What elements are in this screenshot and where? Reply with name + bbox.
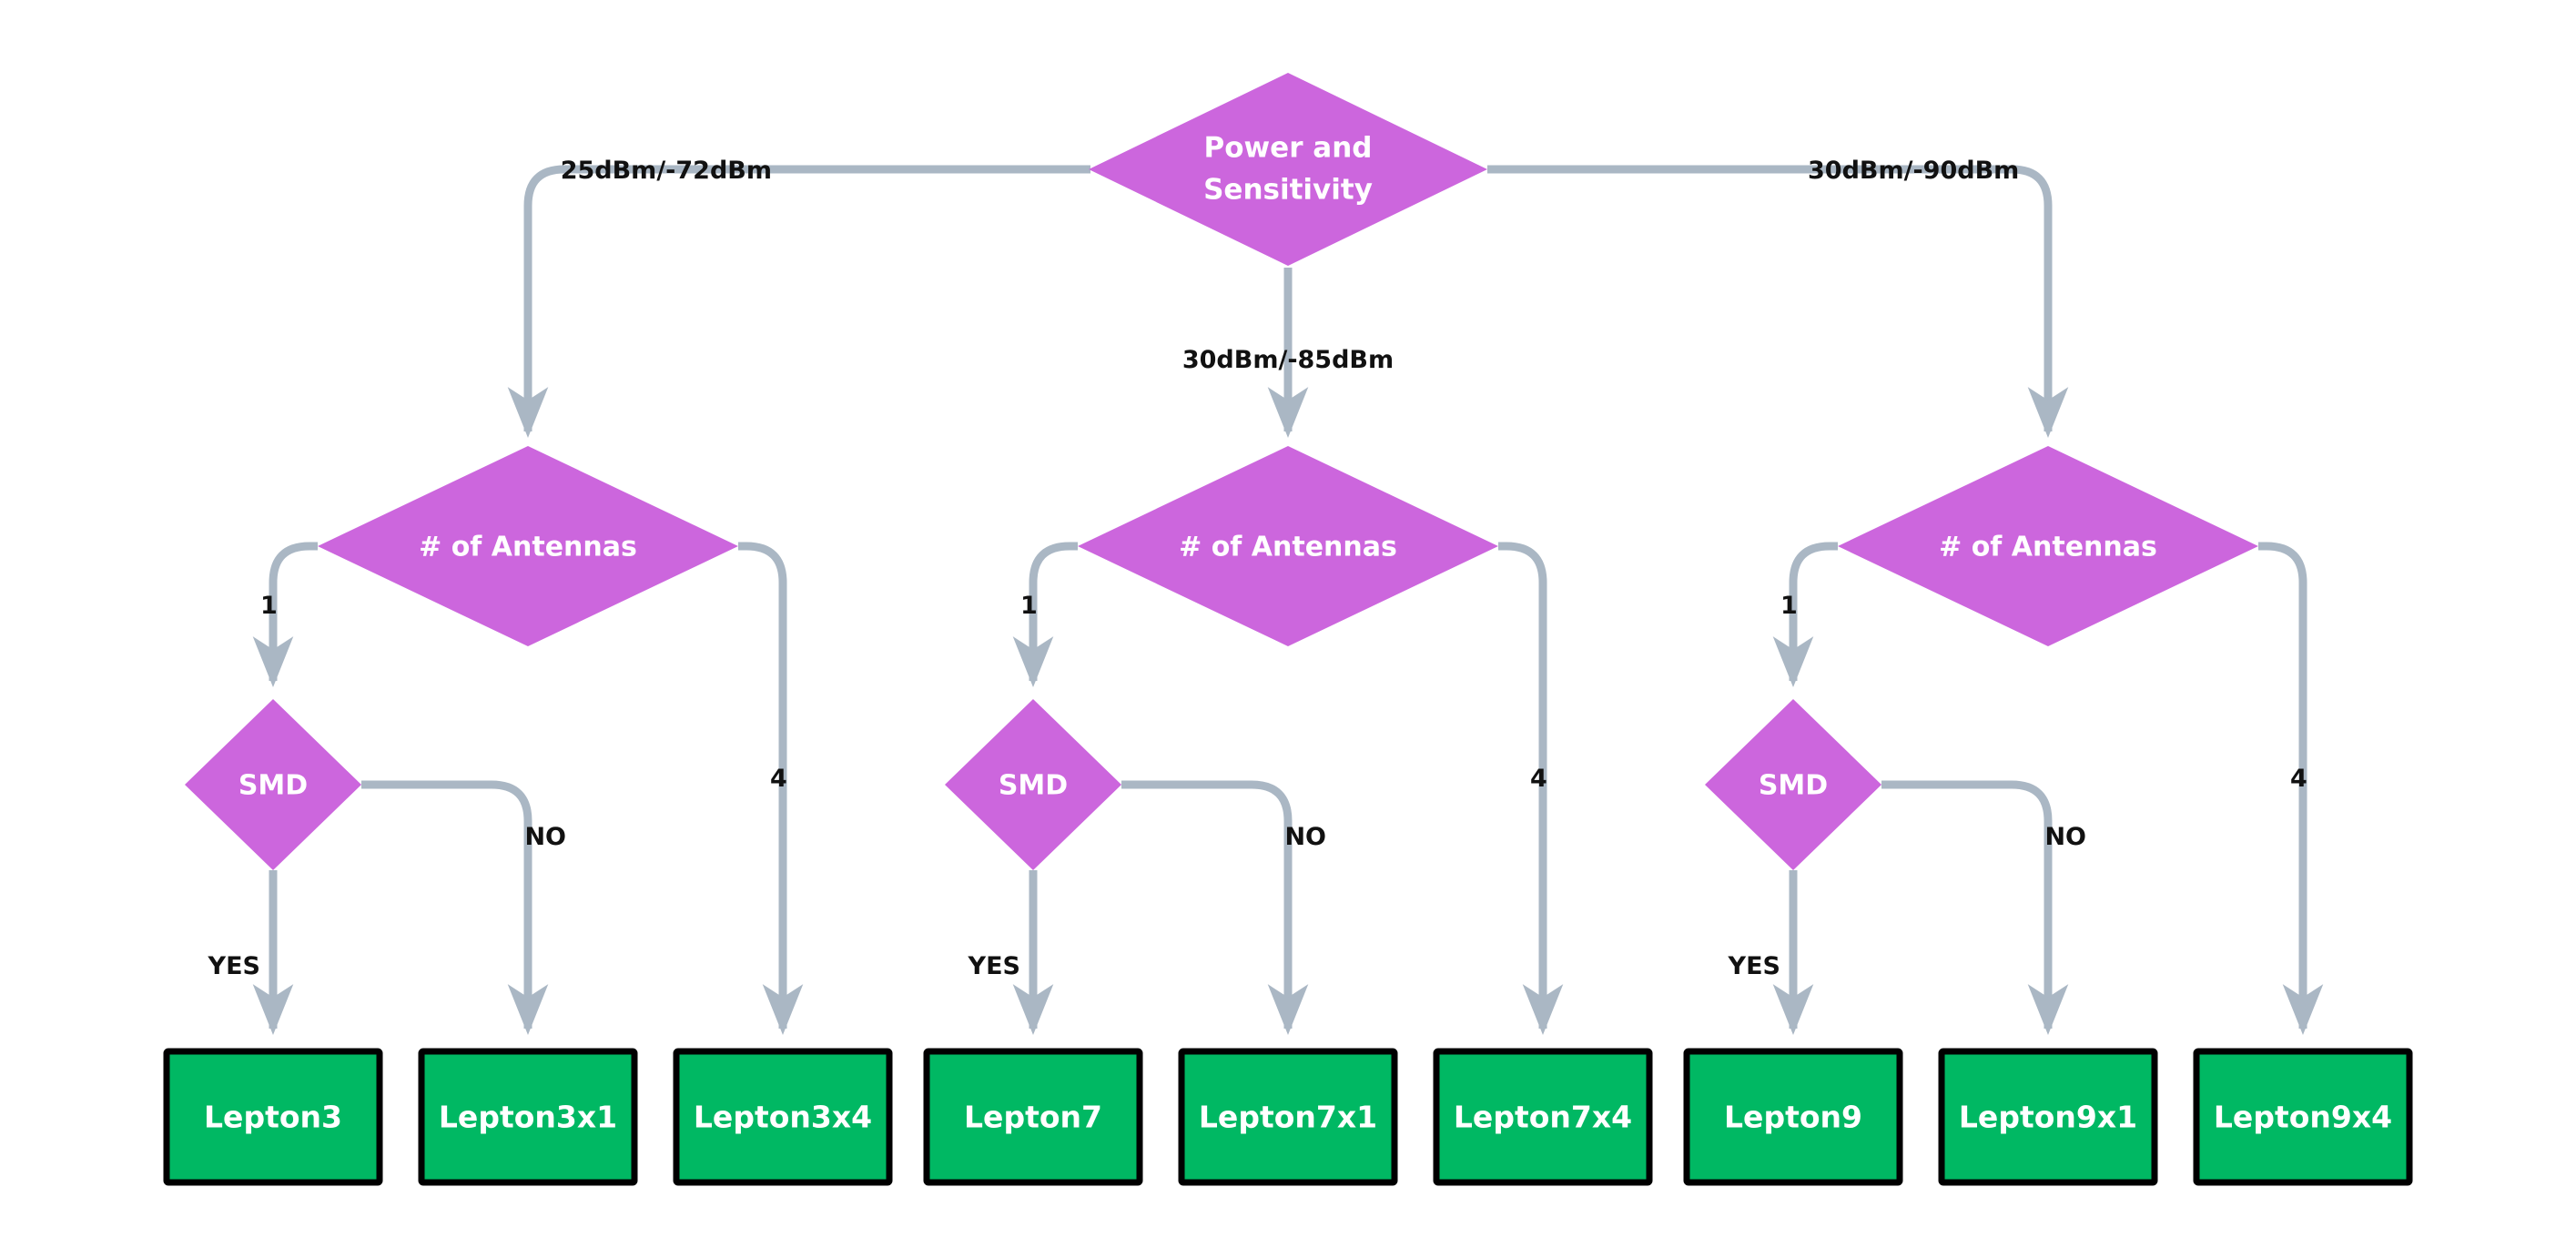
result-box-lepton9x1[interactable]: Lepton9x1 [1938, 1048, 2158, 1186]
antennas-left-diamond-shape [318, 446, 738, 646]
edge-label-right-antennas-four: 4 [2290, 765, 2307, 793]
edges-layer [252, 165, 2324, 1035]
antennas-middle-diamond-shape [1078, 446, 1498, 646]
edge-label-power-middle: 30dBm/-85dBm [1182, 346, 1394, 374]
node-smd-left[interactable]: SMD [185, 699, 361, 870]
lepton7x4-box-shape [1433, 1048, 1653, 1186]
antennas-right-label: # of Antennas [1939, 532, 2157, 563]
edge-left-smd-no-to-lepton3x1 [361, 780, 549, 1035]
edge-root-to-right-antennas [1487, 165, 2069, 438]
lepton9-label: Lepton9 [1724, 1100, 1862, 1135]
power-sensitivity-label-line1: Power and [1204, 132, 1373, 165]
result-box-lepton7[interactable]: Lepton7 [923, 1048, 1143, 1186]
node-smd-middle[interactable]: SMD [945, 699, 1121, 870]
smd-right-diamond-shape [1705, 699, 1881, 870]
edge-middle-antennas-one-to-smd [1012, 542, 1078, 687]
lepton9x1-box-shape [1938, 1048, 2158, 1186]
edge-label-left-smd-yes: YES [208, 952, 260, 980]
lepton9-box-shape [1683, 1048, 1903, 1186]
lepton7x1-label: Lepton7x1 [1199, 1100, 1377, 1135]
lepton3-label: Lepton3 [204, 1100, 342, 1135]
smd-middle-diamond-shape [945, 699, 1121, 870]
edge-label-right-smd-yes: YES [1728, 952, 1780, 980]
result-box-lepton3x1[interactable]: Lepton3x1 [418, 1048, 638, 1186]
antennas-middle-label: # of Antennas [1179, 532, 1397, 563]
edge-label-right-antennas-one: 1 [1780, 592, 1798, 620]
power-sensitivity-label-line2: Sensitivity [1203, 174, 1373, 207]
lepton3x4-label: Lepton3x4 [694, 1100, 872, 1135]
edge-left-antennas-four-to-lepton3x4 [738, 542, 804, 1035]
smd-left-label: SMD [238, 770, 308, 802]
edge-right-antennas-four-to-lepton9x4 [2258, 542, 2324, 1035]
edge-right-smd-no-to-lepton9x1 [1881, 780, 2069, 1035]
smd-left-diamond-shape [185, 699, 361, 870]
result-box-lepton9x4[interactable]: Lepton9x4 [2193, 1048, 2413, 1186]
lepton3-box-shape [163, 1048, 383, 1186]
edge-label-left-antennas-one: 1 [260, 592, 278, 620]
edge-left-antennas-one-to-smd [252, 542, 318, 687]
edge-label-middle-antennas-one: 1 [1020, 592, 1038, 620]
node-power-and-sensitivity[interactable]: Power and Sensitivity [1089, 73, 1487, 266]
result-box-lepton7x4[interactable]: Lepton7x4 [1433, 1048, 1653, 1186]
edge-label-middle-smd-yes: YES [968, 952, 1020, 980]
lepton3x1-box-shape [418, 1048, 638, 1186]
edge-label-left-antennas-four: 4 [770, 765, 787, 793]
edge-middle-antennas-four-to-lepton7x4 [1498, 542, 1564, 1035]
result-box-lepton9[interactable]: Lepton9 [1683, 1048, 1903, 1186]
lepton9x4-box-shape [2193, 1048, 2413, 1186]
lepton3x4-box-shape [673, 1048, 893, 1186]
edge-label-power-left: 25dBm/-72dBm [561, 157, 772, 185]
antennas-right-diamond-shape [1838, 446, 2258, 646]
edge-middle-smd-no-to-lepton7x1 [1121, 780, 1309, 1035]
power-sensitivity-diamond-shape [1089, 73, 1487, 266]
edge-label-left-smd-no: NO [524, 823, 566, 851]
edge-right-antennas-one-to-smd [1772, 542, 1838, 687]
node-antennas-right[interactable]: # of Antennas [1838, 446, 2258, 646]
lepton9x1-label: Lepton9x1 [1959, 1100, 2137, 1135]
antennas-left-label: # of Antennas [419, 532, 637, 563]
result-box-lepton3x4[interactable]: Lepton3x4 [673, 1048, 893, 1186]
edge-label-power-right: 30dBm/-90dBm [1808, 157, 2019, 185]
result-box-lepton7x1[interactable]: Lepton7x1 [1178, 1048, 1398, 1186]
edge-label-right-smd-no: NO [2044, 823, 2086, 851]
smd-middle-label: SMD [999, 770, 1068, 802]
lepton3x1-label: Lepton3x1 [439, 1100, 617, 1135]
edge-label-middle-antennas-four: 4 [1530, 765, 1547, 793]
edge-root-to-left-antennas [507, 165, 1090, 438]
node-antennas-middle[interactable]: # of Antennas [1078, 446, 1498, 646]
smd-right-label: SMD [1759, 770, 1828, 802]
lepton7x4-label: Lepton7x4 [1454, 1100, 1632, 1135]
node-antennas-left[interactable]: # of Antennas [318, 446, 738, 646]
lepton7x1-box-shape [1178, 1048, 1398, 1186]
edge-label-middle-smd-no: NO [1284, 823, 1326, 851]
lepton7-box-shape [923, 1048, 1143, 1186]
lepton7-label: Lepton7 [964, 1100, 1102, 1135]
node-smd-right[interactable]: SMD [1705, 699, 1881, 870]
result-box-lepton3[interactable]: Lepton3 [163, 1048, 383, 1186]
lepton9x4-label: Lepton9x4 [2214, 1100, 2392, 1135]
